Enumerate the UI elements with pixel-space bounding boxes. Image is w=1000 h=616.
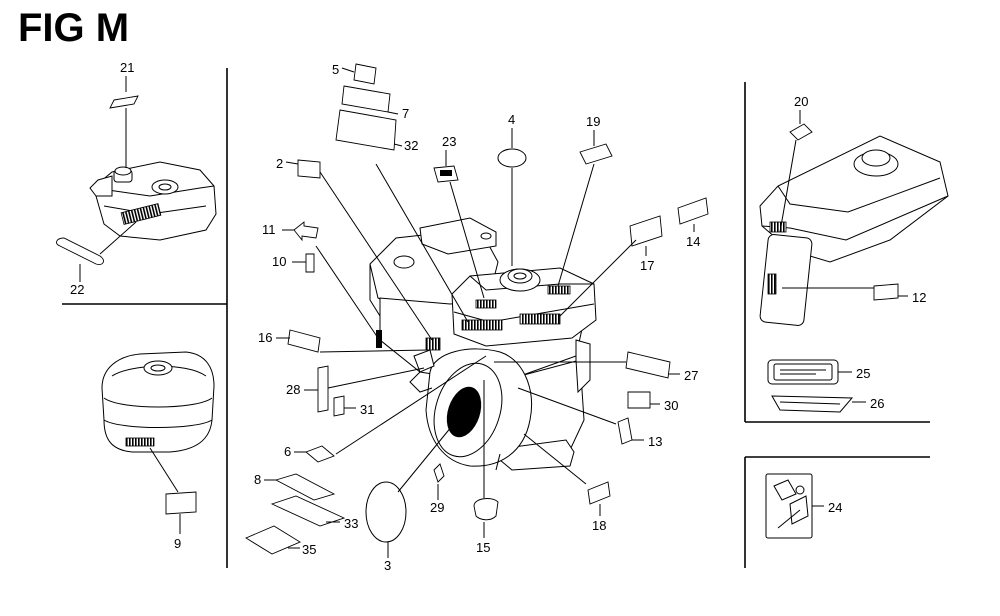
decal-23: [433, 150, 485, 299]
large-fuel-tank: [759, 135, 949, 326]
callout-4: 4: [508, 112, 515, 127]
callout-12: 12: [912, 290, 926, 305]
callout-21: 21: [120, 60, 134, 75]
decal-13: [517, 387, 644, 445]
part-11-arrow: [282, 221, 319, 242]
decal-28: [304, 365, 425, 413]
callout-13: 13: [648, 434, 662, 449]
callout-18: 18: [592, 518, 606, 533]
callout-22: 22: [70, 282, 84, 297]
callout-15: 15: [476, 540, 490, 555]
callout-3: 3: [384, 558, 391, 573]
small-fuel-tank: [89, 161, 217, 241]
decal-10: [292, 245, 379, 339]
callout-31: 31: [360, 402, 374, 417]
callout-29: 29: [430, 500, 444, 515]
decal-30: [627, 391, 660, 409]
decal-24-warning: [765, 473, 824, 539]
callout-23: 23: [442, 134, 456, 149]
decal-25: [767, 359, 852, 385]
decal-7: [341, 85, 399, 115]
decal-31: [333, 395, 356, 417]
callout-19: 19: [586, 114, 600, 129]
decal-20: [779, 110, 813, 233]
decal-35: [245, 525, 301, 555]
decal-16: [276, 329, 429, 353]
decal-33: [270, 495, 346, 527]
callout-10: 10: [272, 254, 286, 269]
callout-2: 2: [276, 156, 283, 171]
callout-5: 5: [332, 62, 339, 77]
decal-17: [559, 215, 663, 317]
callout-32: 32: [404, 138, 418, 153]
callout-14: 14: [686, 234, 700, 249]
callout-9: 9: [174, 536, 181, 551]
callout-16: 16: [258, 330, 272, 345]
decal-2: [285, 159, 433, 341]
part-4-cap-seal: [497, 128, 527, 266]
decal-29: [433, 463, 445, 500]
decal-8: [264, 473, 336, 501]
callout-8: 8: [254, 472, 261, 487]
callout-11: 11: [262, 222, 276, 237]
decal-12: [782, 283, 908, 301]
callout-20: 20: [794, 94, 808, 109]
figure-title: FIG M: [18, 6, 130, 50]
decal-32-leader: [375, 163, 469, 323]
decal-32: [335, 109, 403, 151]
decal-26: [771, 395, 866, 413]
decal-22: [56, 221, 137, 282]
callout-17: 17: [640, 258, 654, 273]
callout-6: 6: [284, 444, 291, 459]
callout-labels: 5 7 32 2 23 4 19 14 17 11 10 16 28 31 6 …: [70, 60, 926, 573]
callout-26: 26: [870, 396, 884, 411]
air-cleaner: [101, 351, 215, 493]
decal-21: [109, 76, 139, 168]
callout-28: 28: [286, 382, 300, 397]
part-3-ring: [365, 425, 453, 558]
callout-27: 27: [684, 368, 698, 383]
panel-dividers: [62, 68, 930, 568]
decal-27: [494, 351, 680, 379]
callout-25: 25: [856, 366, 870, 381]
callout-30: 30: [664, 398, 678, 413]
decal-18: [523, 433, 611, 516]
callout-7: 7: [402, 106, 409, 121]
callout-33: 33: [344, 516, 358, 531]
callout-35: 35: [302, 542, 316, 557]
callout-24: 24: [828, 500, 842, 515]
decal-19: [557, 130, 613, 287]
engine-assembly: [369, 217, 597, 471]
decal-15: [473, 380, 499, 538]
decal-5: [341, 63, 377, 85]
decal-9: [165, 491, 197, 534]
decal-6: [294, 355, 487, 463]
decal-14: [677, 197, 709, 232]
